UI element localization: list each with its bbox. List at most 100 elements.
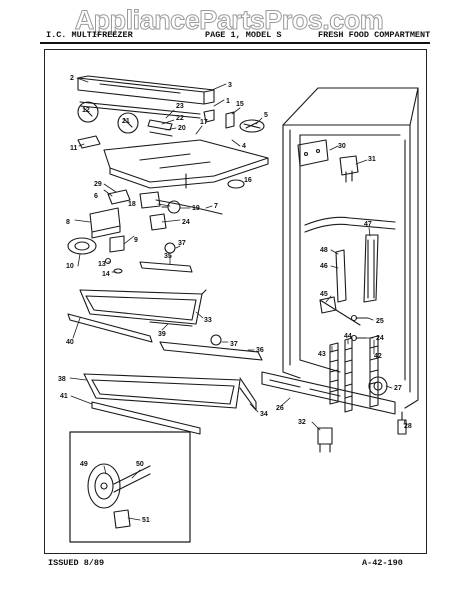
nut-13 — [104, 257, 112, 265]
callout-8: 8 — [66, 219, 70, 226]
callout-42: 42 — [374, 353, 382, 360]
control-12 — [77, 101, 99, 123]
callout-11: 11 — [70, 145, 78, 152]
callout-37-lower: 37 — [230, 341, 238, 348]
callout-38: 38 — [58, 376, 66, 383]
callout-50: 50 — [136, 461, 144, 468]
callout-41: 41 — [60, 393, 68, 400]
shelf-38 — [83, 373, 241, 409]
shelf-ladder-44 — [344, 337, 353, 413]
support-34 — [239, 377, 257, 411]
callout-18: 18 — [128, 201, 136, 208]
callout-46: 46 — [320, 263, 328, 270]
watermark: AppliancePartsPros.com — [74, 5, 384, 36]
callout-15: 15 — [236, 101, 244, 108]
callout-5: 5 — [264, 112, 268, 119]
shelf-ladder-43 — [329, 342, 339, 405]
callout-2: 2 — [70, 75, 74, 82]
callout-37-upper: 37 — [178, 240, 186, 247]
callout-40: 40 — [66, 339, 74, 346]
callout-49: 49 — [80, 461, 88, 468]
axle-50 — [113, 465, 151, 493]
header-section-title: FRESH FOOD COMPARTMENT — [318, 30, 431, 40]
clip-1 — [203, 109, 215, 123]
leg-32 — [317, 427, 333, 453]
socket-18 — [139, 191, 161, 209]
callout-24-lower: 24 — [376, 335, 384, 342]
callout-10: 10 — [66, 263, 74, 270]
callout-21: 21 — [122, 118, 130, 125]
washer-14 — [113, 268, 123, 274]
bracket-22-20 — [147, 119, 173, 137]
shelf-trim-40 — [67, 313, 153, 343]
grommet-16 — [227, 179, 245, 189]
strip-23 — [79, 101, 201, 119]
bulb-19 — [161, 200, 181, 214]
clip-51 — [113, 509, 131, 529]
header-page-label: PAGE 1, MODEL S — [205, 30, 282, 40]
callout-39: 39 — [158, 331, 166, 338]
thermostat-31 — [339, 155, 359, 183]
callout-25: 25 — [376, 318, 384, 325]
callout-51: 51 — [142, 517, 150, 524]
shelf-frame-36 — [159, 341, 263, 361]
bracket-9 — [109, 235, 125, 253]
footer-issued-date: ISSUED 8/89 — [48, 558, 105, 568]
clip-37-upper — [164, 242, 176, 254]
screws-24-25 — [350, 314, 369, 342]
callout-27: 27 — [394, 385, 402, 392]
shelf-frame-35 — [139, 261, 193, 273]
callout-30: 30 — [338, 143, 346, 150]
callout-14: 14 — [102, 271, 110, 278]
footer-page-number: A-42-190 — [362, 558, 403, 568]
breaker-strip-26 — [261, 371, 396, 415]
callout-6: 6 — [94, 193, 98, 200]
callout-1: 1 — [226, 98, 230, 105]
callout-31: 31 — [368, 156, 376, 163]
callout-13: 13 — [98, 261, 106, 268]
header-model-label: I.C. MULTIFREEZER — [46, 30, 133, 40]
clip-37-lower — [210, 334, 222, 346]
callout-16: 16 — [244, 177, 252, 184]
callout-7: 7 — [214, 203, 218, 210]
wheel-49 — [87, 463, 121, 509]
channel-46 — [335, 249, 347, 303]
support-39 — [149, 321, 193, 327]
fan-5 — [239, 119, 265, 133]
control-21 — [117, 112, 139, 134]
callout-36: 36 — [256, 347, 264, 354]
callout-17: 17 — [200, 119, 208, 126]
callout-29: 29 — [94, 181, 102, 188]
callout-34: 34 — [260, 411, 268, 418]
mounting-clip-15 — [225, 111, 235, 129]
callout-48: 48 — [320, 247, 328, 254]
switch-24-upper — [149, 213, 167, 231]
leader-lines — [69, 77, 406, 521]
callout-44: 44 — [344, 333, 352, 340]
callout-47: 47 — [364, 221, 372, 228]
callout-23: 23 — [176, 103, 184, 110]
callout-32: 32 — [298, 419, 306, 426]
callout-28: 28 — [404, 423, 412, 430]
callout-43: 43 — [318, 351, 326, 358]
callout-3: 3 — [228, 82, 232, 89]
callout-35: 35 — [164, 253, 172, 260]
callout-9: 9 — [134, 237, 138, 244]
callout-26: 26 — [276, 405, 284, 412]
shelf-33 — [79, 289, 207, 325]
evap-cover-17 — [103, 139, 269, 189]
socket-6 — [107, 189, 131, 205]
leveling-leg-28 — [397, 411, 407, 435]
diagram-frame — [44, 49, 427, 554]
knob-10 — [67, 237, 97, 255]
callout-20: 20 — [178, 125, 186, 132]
callout-24: 24 — [182, 219, 190, 226]
top-cover-3 — [77, 75, 215, 105]
callout-33: 33 — [204, 317, 212, 324]
caster-inset-box — [69, 431, 191, 543]
shelf-trim-41 — [91, 401, 201, 435]
callout-19: 19 — [192, 205, 200, 212]
clip-11 — [77, 135, 101, 149]
callout-45: 45 — [320, 291, 328, 298]
callout-22: 22 — [176, 115, 184, 122]
